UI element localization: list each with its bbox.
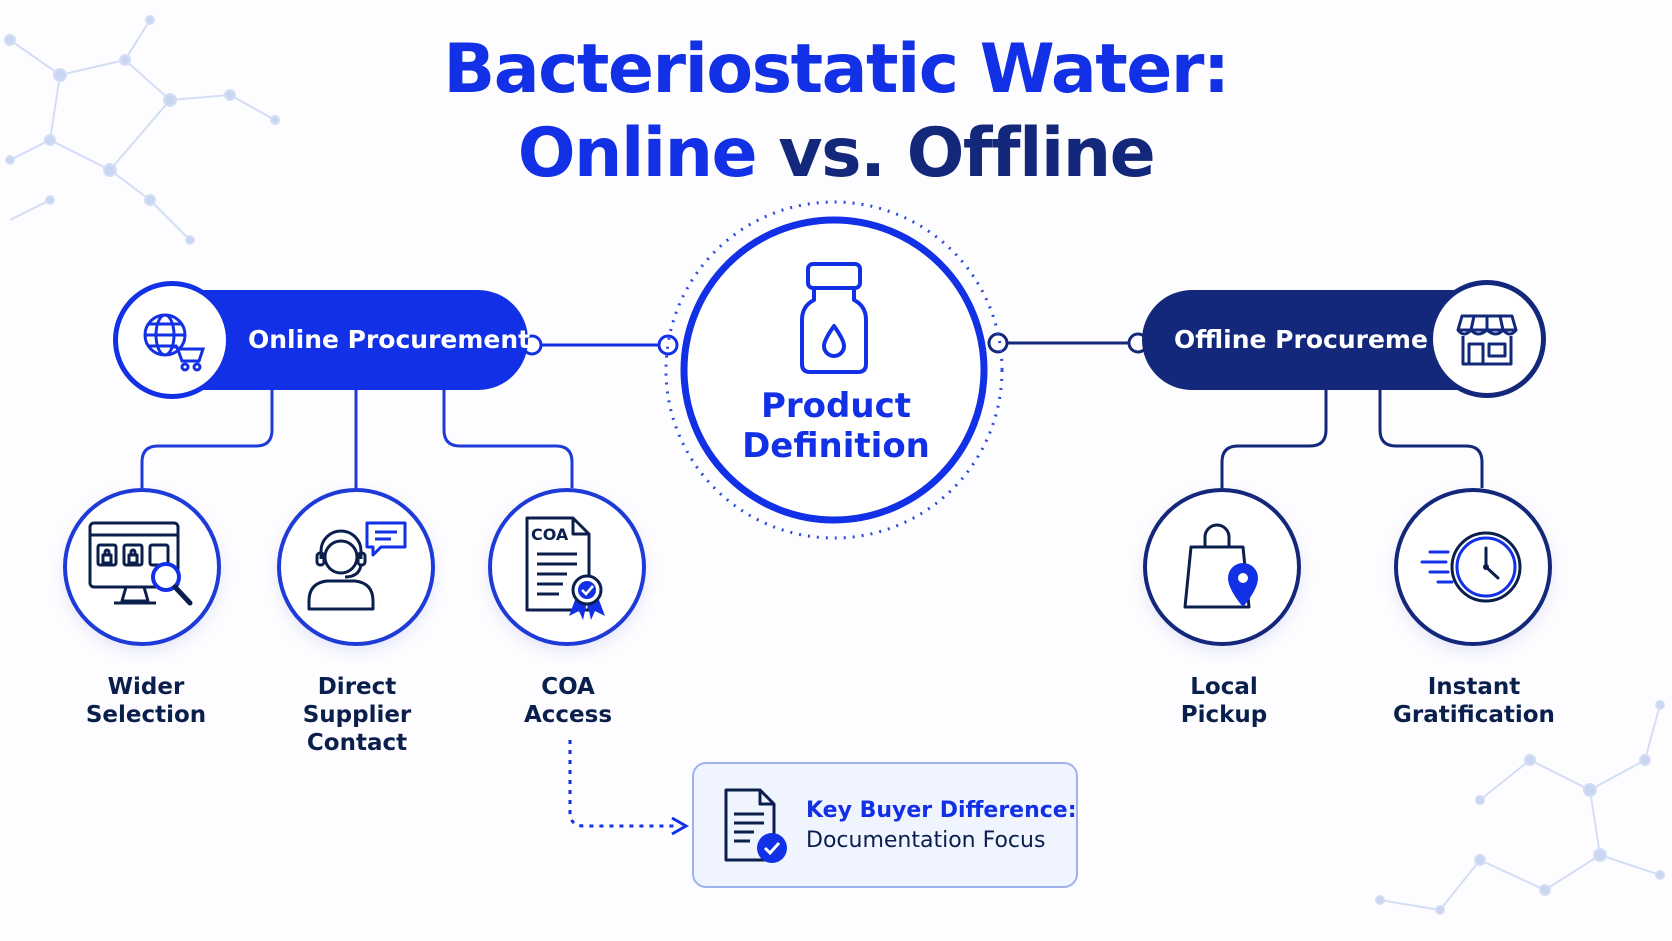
connector-online-center — [521, 334, 679, 356]
feature-label-line: Wider — [107, 674, 185, 700]
feature-label-line: Local — [1190, 674, 1258, 700]
center-label: Product Definition — [692, 386, 980, 466]
title-online: Online — [517, 114, 758, 193]
feature-circle-local-pickup — [1143, 488, 1301, 646]
feature-label-line: Gratification — [1393, 702, 1555, 728]
feature-circle-coa-access: COA — [488, 488, 646, 646]
feature-label-direct-supplier-contact: Direct Supplier Contact — [247, 673, 467, 757]
center-label-line-1: Product — [761, 386, 911, 426]
feature-label-line: COA — [541, 674, 595, 700]
title-line-2: Online vs. Offline — [0, 112, 1672, 196]
feature-label-line: Supplier — [302, 702, 412, 728]
feature-circle-instant-gratification — [1394, 488, 1552, 646]
center-dotted-ring — [664, 200, 1004, 540]
feature-label-coa-access: COA Access — [458, 673, 678, 729]
feature-circle-wider-selection — [63, 488, 221, 646]
feature-label-line: Instant — [1427, 674, 1521, 700]
feature-label-line: Selection — [85, 702, 207, 728]
feature-label-line: Pickup — [1180, 702, 1268, 728]
callout-line-2: Documentation Focus — [806, 828, 1046, 853]
title-line-1: Bacteriostatic Water: — [443, 30, 1230, 109]
support-agent-icon — [307, 521, 407, 611]
feature-label-line: Contact — [306, 730, 408, 756]
arrowhead — [671, 816, 690, 836]
feature-label-local-pickup: Local Pickup — [1114, 673, 1334, 729]
fast-clock-icon — [1420, 531, 1522, 603]
vial-icon — [800, 262, 868, 374]
molecule-decor-bottom-right — [1375, 700, 1665, 915]
document-check-icon — [724, 788, 787, 863]
certificate-document-icon: COA — [525, 516, 605, 620]
feature-circle-direct-supplier-contact — [277, 488, 435, 646]
page-title: Bacteriostatic Water: Online vs. Offline — [0, 28, 1672, 196]
offline-icon-circle — [1428, 280, 1546, 398]
title-offline: Offline — [906, 114, 1156, 193]
feature-label-instant-gratification: Instant Gratification — [1364, 673, 1584, 729]
offline-procurement-label: Offline Procurement — [1174, 325, 1458, 354]
online-tree-connectors — [140, 390, 574, 488]
key-buyer-difference-callout: Key Buyer Difference: Documentation Focu… — [692, 762, 1078, 888]
globe-cart-icon — [143, 313, 206, 372]
shopping-bag-location-icon — [1183, 523, 1258, 609]
connector-center-offline — [987, 332, 1149, 354]
center-label-line-2: Definition — [742, 426, 930, 466]
online-procurement-label: Online Procurement — [248, 325, 531, 354]
callout-line-1: Key Buyer Difference: — [806, 798, 1077, 823]
coa-icon-text: COA — [531, 525, 569, 544]
offline-tree-connectors — [1220, 390, 1484, 488]
feature-label-line: Direct — [317, 674, 397, 700]
molecule-decor-top-left — [4, 15, 280, 245]
online-icon-circle — [113, 281, 231, 399]
storefront-icon — [1456, 314, 1518, 366]
monitor-search-icon — [88, 521, 193, 606]
title-vs: vs. — [756, 114, 907, 193]
feature-label-wider-selection: Wider Selection — [36, 673, 256, 729]
feature-label-line: Access — [523, 702, 613, 728]
coa-callout-arrow — [568, 740, 676, 828]
